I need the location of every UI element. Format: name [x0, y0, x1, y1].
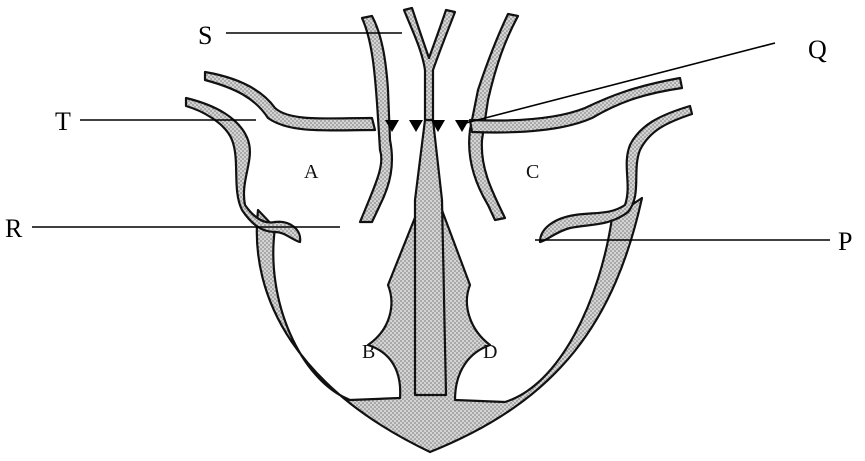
label-Q: Q: [808, 35, 827, 64]
label-R: R: [5, 214, 23, 243]
chamber-label-A: A: [304, 161, 319, 183]
valve-marker-4: [455, 120, 469, 132]
label-T: T: [55, 107, 71, 136]
valve-marker-2: [409, 120, 423, 132]
label-S: S: [198, 21, 212, 50]
chamber-label-D: D: [483, 341, 497, 363]
heart-outer-wall: [257, 198, 642, 452]
septum: [415, 120, 446, 395]
chamber-label-B: B: [362, 341, 375, 363]
chamber-label-C: C: [526, 161, 539, 183]
aorta-trunk: [404, 8, 455, 120]
label-P: P: [838, 227, 852, 256]
leader-Q: [462, 43, 775, 124]
vessel-right-top: [469, 14, 518, 220]
